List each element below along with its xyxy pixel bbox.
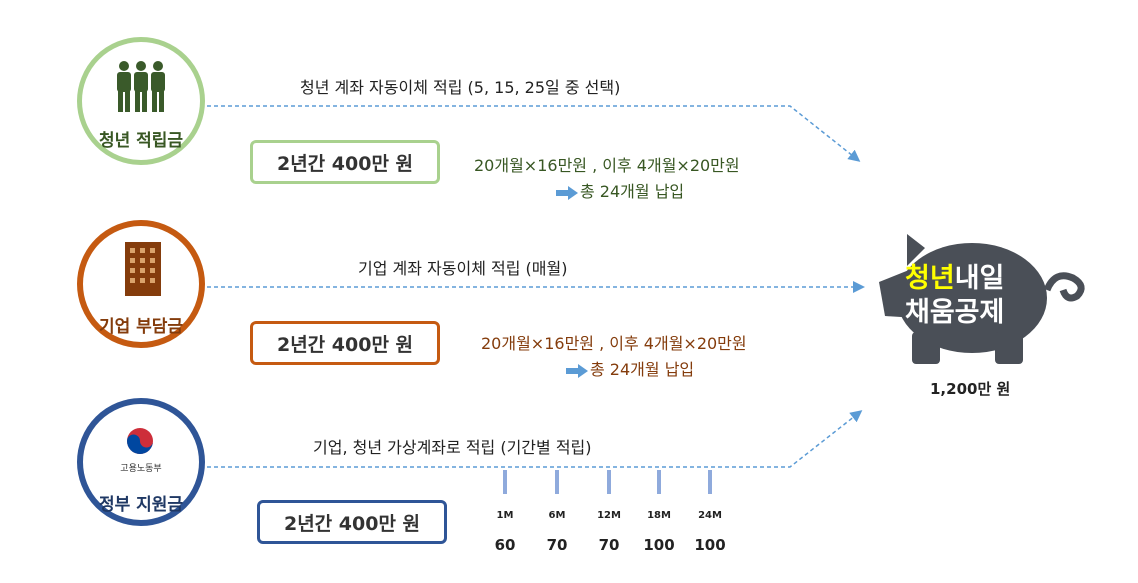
building-icon — [125, 242, 161, 296]
schedule-month: 24M — [698, 510, 722, 521]
government-support-label: 정부 지원금 — [98, 495, 184, 515]
youth-detail-line2: 총 24개월 납입 — [580, 182, 685, 201]
ministry-name: 고용노동부 — [120, 464, 162, 474]
arrow-right-icon — [566, 363, 588, 378]
youth-flow-line — [207, 105, 861, 162]
schedule-value: 60 — [494, 536, 516, 554]
schedule-value: 70 — [546, 536, 568, 554]
schedule-value: 100 — [694, 536, 726, 554]
people-icon — [117, 61, 165, 112]
government-amount-box: 2년간 400만 원 — [257, 500, 447, 544]
schedule-tick — [708, 470, 712, 494]
youth-savings-circle: 청년 적립금 — [77, 37, 205, 165]
government-flow-text: 기업, 청년 가상계좌로 적립 (기간별 적립) — [313, 438, 592, 457]
youth-detail-line1: 20개월×16만원 , 이후 4개월×20만원 — [474, 156, 740, 175]
pig-title-line2: 채움공제 — [905, 297, 1005, 328]
schedule-month: 18M — [647, 510, 671, 521]
pig-title-highlight: 청년 — [905, 263, 955, 294]
schedule-month: 1M — [496, 510, 514, 521]
company-flow-text: 기업 계좌 자동이체 적립 (매월) — [358, 259, 568, 278]
schedule-value: 70 — [598, 536, 620, 554]
youth-flow-text: 청년 계좌 자동이체 적립 (5, 15, 25일 중 선택) — [300, 78, 621, 97]
company-amount-box: 2년간 400만 원 — [250, 321, 440, 365]
youth-savings-label: 청년 적립금 — [98, 131, 184, 151]
taegeuk-icon — [127, 428, 153, 454]
arrow-right-icon — [556, 185, 578, 200]
total-amount: 1,200만 원 — [930, 380, 1011, 398]
company-contribution-label: 기업 부담금 — [98, 317, 184, 337]
government-support-circle: 고용노동부 정부 지원금 — [77, 398, 205, 526]
company-detail-line2: 총 24개월 납입 — [590, 360, 695, 379]
company-detail-line1: 20개월×16만원 , 이후 4개월×20만원 — [481, 334, 747, 353]
government-flow-line — [207, 410, 863, 468]
schedule-month: 12M — [597, 510, 621, 521]
youth-amount-box: 2년간 400만 원 — [250, 140, 440, 184]
schedule-tick — [657, 470, 661, 494]
pig-title: 청년내일 채움공제 — [905, 262, 1065, 330]
pig-title-rest: 내일 — [954, 263, 1005, 294]
schedule-month: 6M — [548, 510, 566, 521]
youth-detail-line2-wrap: 총 24개월 납입 — [556, 178, 684, 202]
schedule-value: 100 — [643, 536, 675, 554]
company-detail-line2-wrap: 총 24개월 납입 — [566, 356, 694, 380]
piggy-bank-icon — [879, 234, 1085, 364]
schedule-tick — [607, 470, 611, 494]
schedule-tick — [503, 470, 507, 494]
schedule-tick — [555, 470, 559, 494]
company-contribution-circle: 기업 부담금 — [77, 220, 205, 348]
